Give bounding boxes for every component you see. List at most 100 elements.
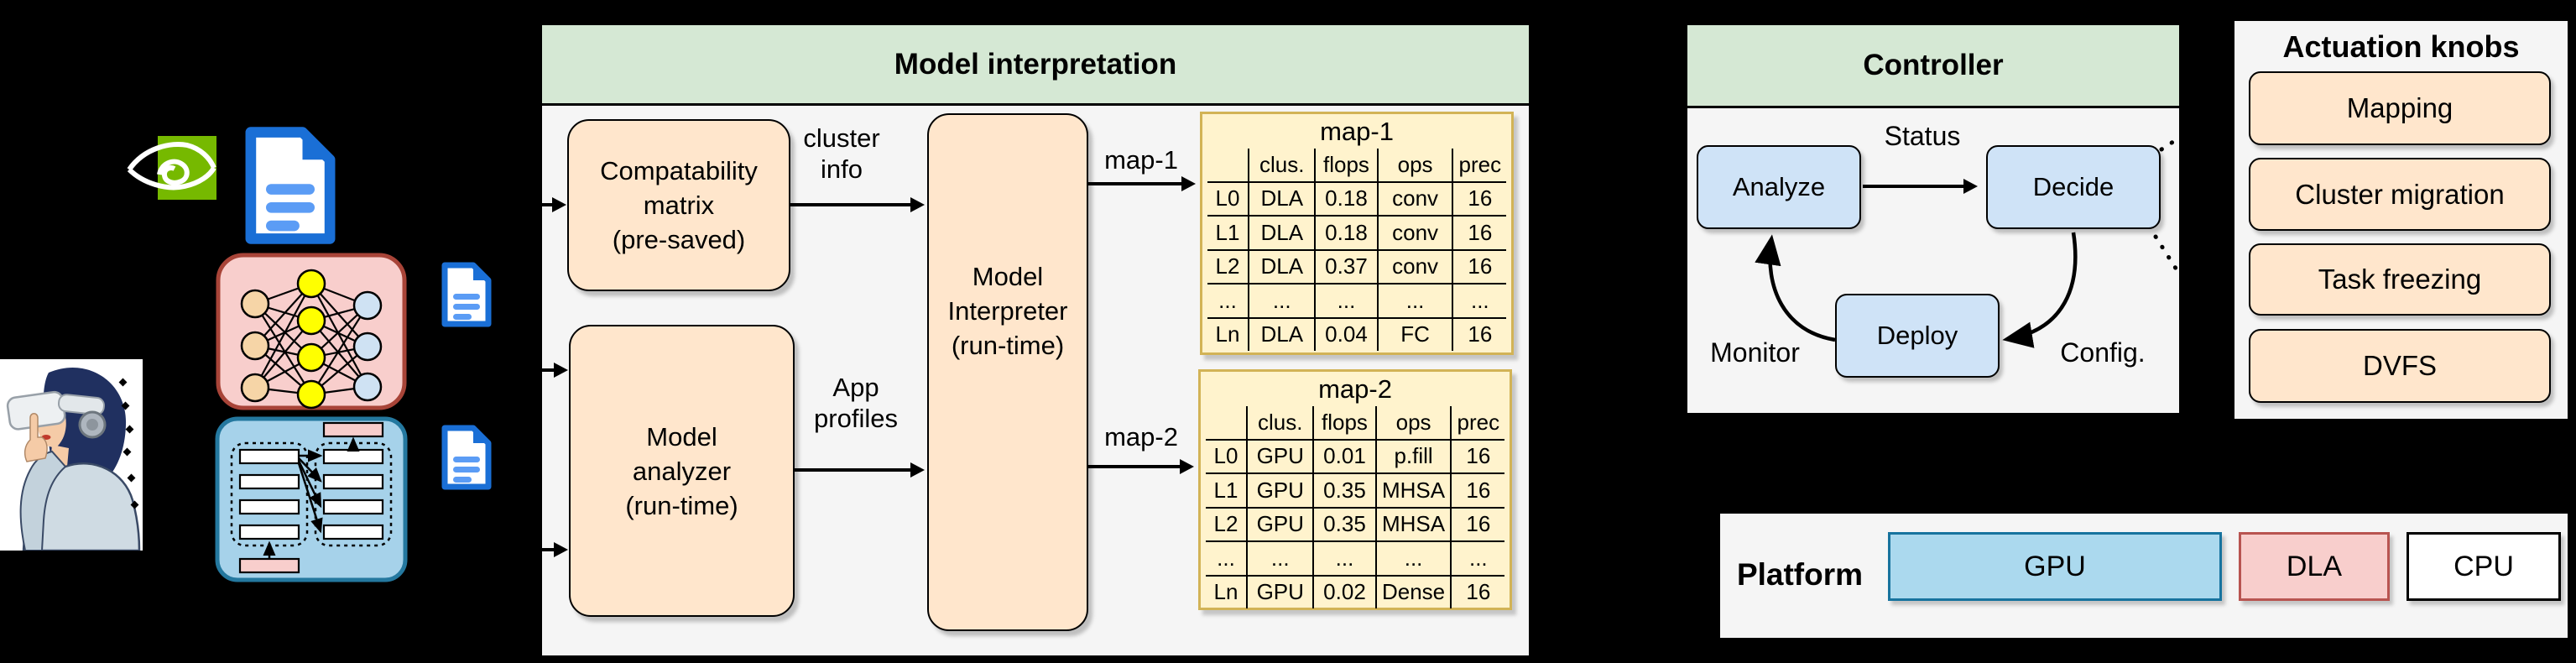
vr-user-icon: [0, 359, 143, 551]
map2-edge-label: map-2: [1104, 422, 1178, 452]
platform-unit-gpu: GPU: [1888, 532, 2222, 601]
input-arrow: [500, 203, 553, 206]
table-cell: 16: [1452, 249, 1507, 284]
table-cell: ...: [1218, 287, 1237, 313]
table-cell: prec: [1452, 149, 1507, 182]
table-cell: MHSA: [1374, 473, 1452, 508]
document-icon: [440, 260, 493, 329]
knob-task-freezing: Task freezing: [2249, 243, 2551, 316]
platform-unit-cpu: CPU: [2407, 532, 2561, 601]
map2-arrow: [1088, 465, 1181, 468]
table-cell: 0.35: [1312, 507, 1376, 541]
cluster-info-label: cluster info: [803, 123, 880, 184]
table-cell: conv: [1376, 216, 1453, 250]
table-cell: L1: [1215, 219, 1240, 245]
controller-header: Controller: [1687, 25, 2179, 108]
controller-curved-arrows: [1755, 123, 2200, 348]
deploy-node: Deploy: [1835, 294, 2000, 378]
table-cell: ...: [1248, 284, 1315, 318]
table-cell: GPU: [1246, 575, 1313, 608]
table-cell: L2: [1215, 253, 1240, 279]
document-icon: [242, 123, 339, 248]
monitor-label: Monitor: [1710, 337, 1800, 368]
document-icon: [440, 423, 493, 492]
table-cell: 16: [1450, 507, 1505, 541]
input-arrow: [500, 368, 555, 372]
table-cell: 16: [1452, 216, 1507, 250]
status-arrow: [1863, 185, 1964, 188]
status-label: Status: [1884, 121, 1961, 151]
table-cell: flops: [1314, 149, 1378, 182]
table-cell: GPU: [1246, 507, 1313, 541]
table-cell: clus.: [1248, 149, 1315, 182]
config-label: Config.: [2060, 337, 2146, 368]
table-cell: ...: [1374, 541, 1452, 576]
map1-arrow: [1088, 182, 1182, 185]
table-cell: ...: [1376, 284, 1453, 318]
transformer-icon: [215, 416, 408, 582]
table-cell: conv: [1376, 181, 1453, 216]
table-cell: DLA: [1248, 249, 1315, 284]
actuation-knobs-panel: Actuation knobs Mapping Cluster migratio…: [2232, 18, 2570, 421]
model-interpretation-panel: Model interpretation Compatability matri…: [540, 23, 1531, 658]
table-cell: ...: [1452, 284, 1507, 318]
table-cell: [1206, 406, 1248, 440]
knob-dvfs: DVFS: [2249, 329, 2551, 403]
platform-unit-dla: DLA: [2239, 532, 2390, 601]
decide-node: Decide: [1986, 145, 2161, 229]
map1-title: map-1: [1320, 117, 1394, 146]
table-cell: 0.18: [1314, 216, 1378, 250]
table-cell: 0.02: [1312, 575, 1376, 608]
table-cell: DLA: [1248, 181, 1315, 216]
actuation-knobs-title: Actuation knobs: [2282, 29, 2520, 64]
table-cell: ...: [1312, 541, 1376, 576]
table-cell: 0.01: [1312, 439, 1376, 473]
model-interpreter-box: Model Interpreter (run-time): [927, 113, 1088, 631]
table-cell: flops: [1312, 406, 1376, 440]
nvidia-logo-icon: [127, 136, 216, 200]
table-cell: DLA: [1248, 216, 1315, 250]
table-cell: L2: [1213, 511, 1238, 537]
table-cell: MHSA: [1374, 507, 1452, 541]
table-cell: Ln: [1215, 321, 1240, 347]
neural-network-icon: [216, 253, 407, 410]
model-analyzer-box: Model analyzer (run-time): [569, 325, 795, 617]
knob-mapping: Mapping: [2249, 71, 2551, 145]
table-cell: L0: [1215, 185, 1240, 211]
table-cell: Ln: [1213, 579, 1238, 605]
table-cell: GPU: [1246, 439, 1313, 473]
table-cell: ...: [1217, 545, 1235, 571]
table-cell: DLA: [1248, 317, 1315, 351]
table-cell: L1: [1213, 477, 1238, 503]
cluster-info-arrow: [790, 203, 911, 206]
table-cell: 16: [1450, 473, 1505, 508]
table-cell: GPU: [1246, 473, 1313, 508]
table-cell: clus.: [1246, 406, 1313, 440]
analyze-node: Analyze: [1697, 145, 1861, 229]
table-cell: 16: [1450, 439, 1505, 473]
table-cell: [1207, 149, 1249, 182]
map1-edge-label: map-1: [1104, 145, 1178, 175]
table-cell: L0: [1213, 443, 1238, 469]
table-cell: prec: [1450, 406, 1505, 440]
table-cell: 0.37: [1314, 249, 1378, 284]
table-cell: FC: [1376, 317, 1453, 351]
table-cell: ...: [1314, 284, 1378, 318]
compatability-matrix-box: Compatability matrix (pre-saved): [567, 119, 790, 291]
table-cell: ops: [1374, 406, 1452, 440]
map2-title: map-2: [1318, 374, 1392, 404]
table-cell: ...: [1246, 541, 1313, 576]
table-cell: 16: [1452, 181, 1507, 216]
controller-panel: Controller Analyze Decide Deploy Status …: [1685, 23, 2200, 415]
platform-label: Platform: [1736, 557, 1864, 592]
controller-title: Controller: [1863, 49, 2004, 81]
knob-cluster-migration: Cluster migration: [2249, 158, 2551, 231]
app-profiles-arrow: [795, 468, 911, 472]
table-cell: ops: [1376, 149, 1453, 182]
table-cell: 16: [1452, 317, 1507, 351]
table-cell: conv: [1376, 249, 1453, 284]
